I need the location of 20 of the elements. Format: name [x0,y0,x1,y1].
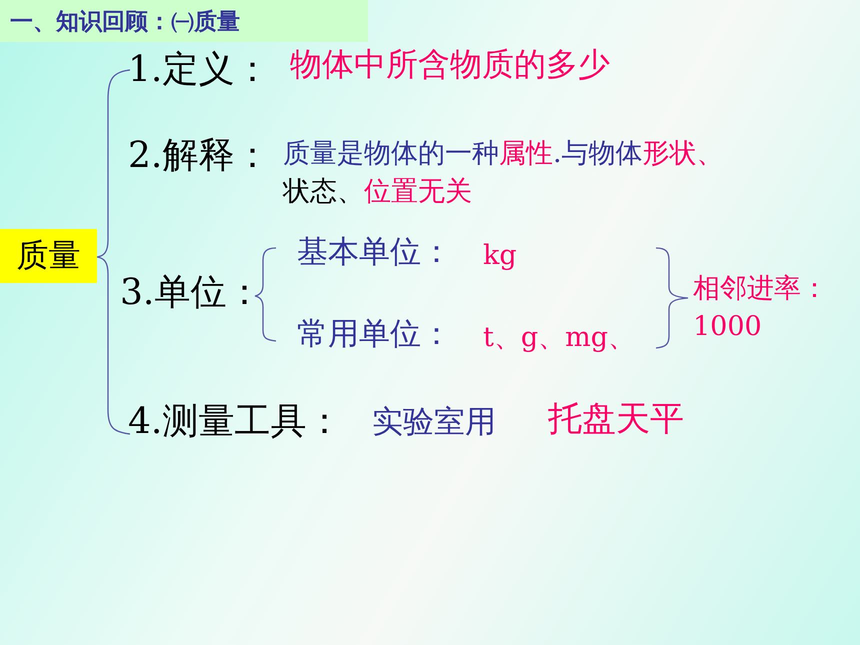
heading-text: 3.单位： [120,271,262,314]
explanation-text: 属性 [499,138,553,169]
explanation-text: 形状、 [642,138,724,169]
conversion-note: 相邻进率：1000 [693,272,829,344]
heading-text: 2.解释： [128,134,270,178]
unit-value: kg [483,240,517,272]
title-banner: 一、知识回顾：㈠质量 [0,0,368,42]
heading-text: 1.定义： [128,48,270,92]
tool-text: 托盘天平 [548,399,684,440]
heading-text: 4.测量工具： [128,400,342,444]
unit-value: t、g、mg、 [483,322,636,354]
unit-label: 基本单位： [297,234,452,272]
definition-text: 物体中所含物质的多少 [290,45,610,84]
explanation-text: .与物体 [553,138,643,169]
topic-box: 质量 [0,229,97,283]
unit-label: 常用单位： [297,316,452,354]
explanation-text: 状态、 [283,176,364,207]
tool-text: 实验室用 [372,404,496,442]
explanation-text: 质量是物体的一种 [283,138,499,169]
explanation-text: 位置无关 [364,176,472,207]
